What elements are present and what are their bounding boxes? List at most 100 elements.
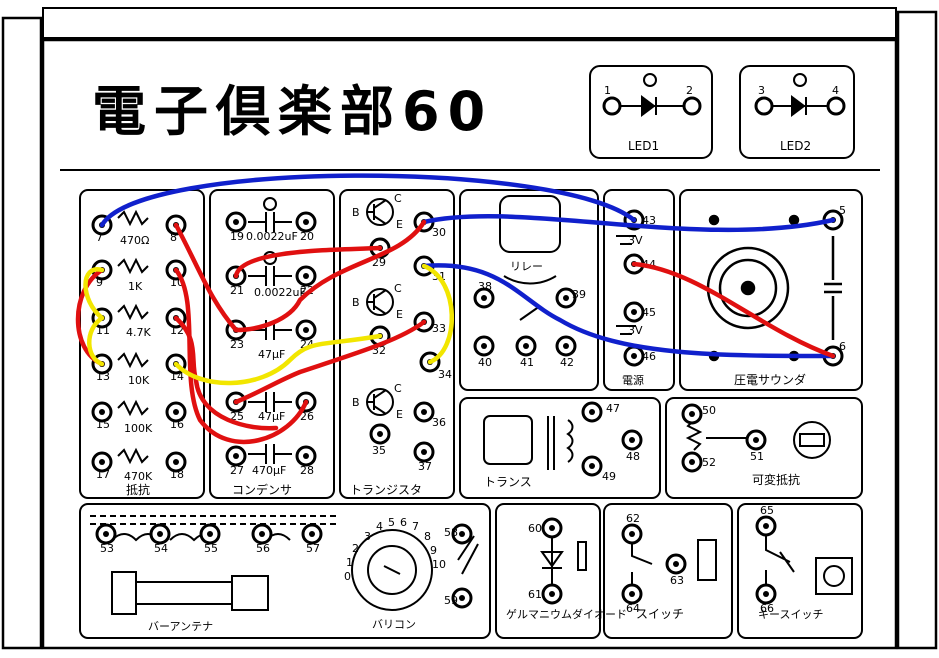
capacitor-value: 470μF [252,464,286,477]
svg-text:8: 8 [424,530,431,543]
transistor-pin-label: C [394,282,402,295]
terminal-hole [303,273,309,279]
terminal-hole [689,411,695,417]
transformer-symbol [483,415,574,470]
resistor-value: 1K [128,280,143,293]
vr-section-label: 可変抵抗 [752,472,800,487]
terminal-hole [629,531,635,537]
terminal-hole [763,523,769,529]
terminal-label-59: 59 [444,594,458,607]
terminal-hole [549,525,555,531]
terminal-hole [99,459,105,465]
terminal-label-42: 42 [560,356,574,369]
varicon-section-label: バリコン [372,618,416,631]
terminal-hole [673,561,679,567]
board-title: 電子倶楽部60 [92,80,493,143]
terminal-label-58: 58 [444,526,458,539]
terminal-hole [523,343,529,349]
terminal-label-60: 60 [528,522,542,535]
transistor-pin-label: B [352,206,360,219]
terminal-hole [481,295,487,301]
led2-box: 3 4 LED2 [739,65,855,159]
terminal-label-36: 36 [432,416,446,429]
terminal-hole [589,463,595,469]
terminal-label-15: 15 [96,418,110,431]
yellow-wire [83,267,105,321]
svg-text:5: 5 [388,516,395,529]
yellow-wire [87,315,105,367]
terminal-label-50: 50 [702,404,716,417]
red-wire [173,315,279,431]
terminal-label-5: 5 [839,204,846,217]
terminal-hole [629,591,635,597]
battery-symbols [616,235,636,335]
svg-text:2: 2 [352,542,359,555]
relay-section-label: リレー [510,260,543,273]
terminal-label-53: 53 [100,542,114,555]
svg-text:3: 3 [364,530,371,543]
resistor-value: 470Ω [120,234,149,247]
svg-text:7: 7 [412,520,419,533]
terminal-label-30: 30 [432,226,446,239]
terminal-hole [631,353,637,359]
terminal-label-21: 21 [230,284,244,297]
terminal-hole [173,409,179,415]
led2-label: LED2 [780,139,811,153]
terminal-label-45: 45 [642,306,656,319]
capacitor-value: 0.0022uF [254,286,306,299]
svg-text:4: 4 [376,520,383,533]
terminal-label-12: 12 [170,324,184,337]
terminal-hole [421,409,427,415]
svg-text:6: 6 [400,516,407,529]
terminal-label-38: 38 [478,280,492,293]
resistor-value: 470K [124,470,153,483]
transformer-section-label: トランス [484,475,532,489]
terminal-hole [233,219,239,225]
svg-text:10: 10 [432,558,446,571]
terminal-hole [103,531,109,537]
yellow-wire [173,333,383,386]
resistor-value: 4.7K [126,326,151,339]
terminal-label-34: 34 [438,368,452,381]
terminal-label-57: 57 [306,542,320,555]
terminal-label-18: 18 [170,468,184,481]
terminal-label-39: 39 [572,288,586,301]
buzzer-section-label: 圧電サウンダ [734,372,806,387]
terminal-label-28: 28 [300,464,314,477]
resistor-section-label: 抵抗 [126,482,150,497]
terminal-hole [589,409,595,415]
terminal-hole [689,459,695,465]
resistor-symbols [117,209,149,465]
buzzer-panel [679,189,863,391]
terminal-hole [377,431,383,437]
terminal-label-7: 7 [96,231,103,244]
diode-symbol [540,528,587,592]
terminal-hole [303,453,309,459]
terminal-label-61: 61 [528,588,542,601]
terminal-label-65: 65 [760,504,774,517]
red-wire [631,261,836,359]
terminal-label-63: 63 [670,574,684,587]
transistor-pin-label: B [352,396,360,409]
transistor-pin-label: E [396,308,403,321]
led1-pin-label-2: 2 [686,84,693,97]
relay-body [499,195,561,321]
blue-wire [99,173,637,228]
transistor-pin-label: E [396,218,403,231]
yellow-wire [421,263,454,365]
terminal-label-33: 33 [432,322,446,335]
antenna-symbol [90,515,340,615]
transistor-pin-label: C [394,382,402,395]
terminal-label-62: 62 [626,512,640,525]
keyswitch-symbol [765,526,853,595]
terminal-hole [563,295,569,301]
red-wire [233,219,427,333]
led-diode-icon [620,95,684,117]
red-wire [173,222,239,333]
terminal-hole [459,595,465,601]
terminal-label-6: 6 [839,340,846,353]
battery-value: 3V [628,234,643,247]
terminal-hole [563,343,569,349]
keyswitch-section-label: キースイッチ [758,608,823,621]
